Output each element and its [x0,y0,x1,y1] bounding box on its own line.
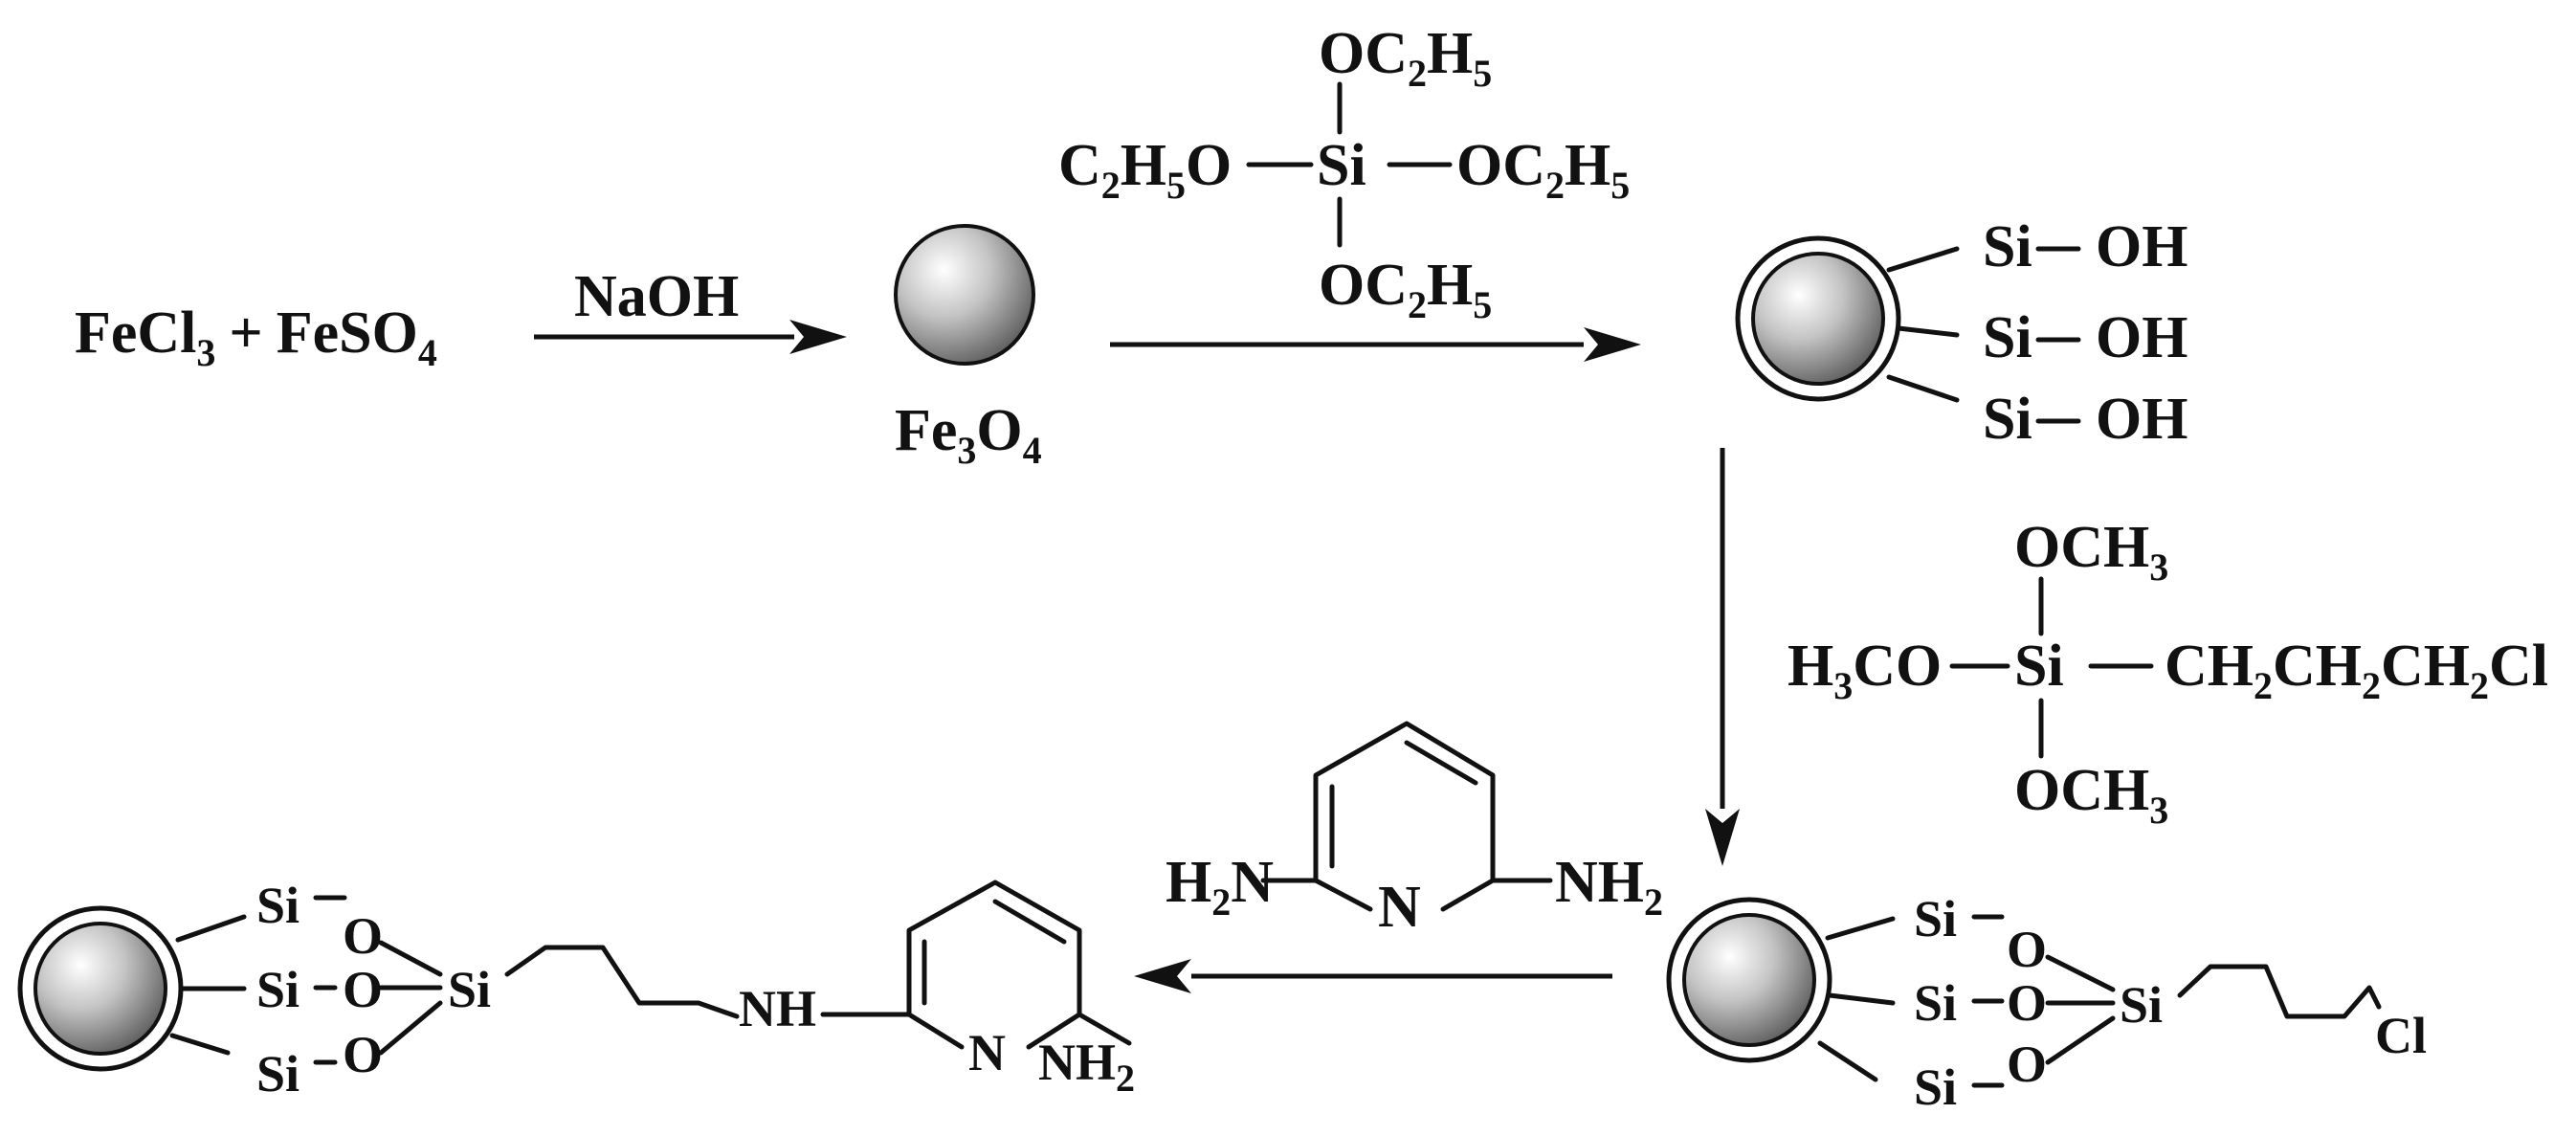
chloropropyl-shell [1666,897,1832,1063]
svg-text:OC2H5: OC2H5 [1319,253,1492,326]
svg-text:Si: Si [1914,1058,1957,1116]
svg-text:Si: Si [256,961,300,1018]
svg-text:OC2H5: OC2H5 [1456,133,1630,207]
svg-text:OH: OH [2096,305,2187,370]
fe3o4-label: Fe3O4 [895,398,1042,472]
arrow-cptms [1705,448,1740,866]
svg-text:H3CO: H3CO [1788,634,1942,707]
svg-text:Si: Si [1317,133,1366,198]
svg-text:Si: Si [1983,387,2032,452]
svg-text:FeCl3+FeSO4: FeCl3 +FeSO4 [75,301,437,374]
fecl-subscript: 3 [196,331,215,374]
svg-text:OCH3: OCH3 [2014,515,2168,589]
svg-text:O: O [2007,921,2047,978]
silanol-particle: Si OH Si OH Si OH [1735,214,2187,452]
diaminopyridine-structure: H2N N NH2 [1166,721,1663,940]
svg-text:O: O [2007,1036,2047,1093]
chloropropyl-core-sphere [1682,913,1816,1047]
svg-text:Cl: Cl [2375,1007,2427,1064]
svg-text:Si: Si [448,961,491,1018]
svg-text:OH: OH [2096,214,2187,279]
svg-text:Si: Si [256,1045,300,1103]
svg-text:O: O [343,961,383,1018]
arrow-naoh [534,320,847,354]
silanol-core-sphere [1751,252,1885,386]
feso-subscript: 4 [418,331,437,374]
svg-text:Si: Si [1983,214,2032,279]
svg-text:O: O [343,1026,383,1083]
arrow-teos [1110,327,1641,362]
svg-text:CH2CH2CH2Cl: CH2CH2CH2Cl [2165,634,2548,707]
svg-text:OCH3: OCH3 [2014,758,2168,832]
fe3o4-sphere [894,224,1035,366]
arrow-diaminopyridine [1134,959,1612,993]
plus-sign: + [229,301,262,366]
teos-structure: OC2H5 C2H5O Si OC2H5 OC2H5 [1058,21,1630,326]
feso-text: FeSO [277,301,418,366]
svg-text:OH: OH [2096,387,2187,452]
svg-text:N: N [1378,875,1421,940]
svg-text:Si: Si [2120,976,2163,1034]
fecl-text: FeCl [75,301,196,366]
svg-text:C2H5O: C2H5O [1058,133,1232,207]
svg-text:O: O [343,907,383,965]
cptms-structure: OCH3 H3CO Si CH2CH2CH2Cl OCH3 [1788,515,2548,832]
reactants-label: FeCl3 +FeSO4 [75,301,437,374]
svg-text:NH: NH [739,980,816,1037]
product-core-sphere [33,922,167,1056]
svg-text:OC2H5: OC2H5 [1319,21,1492,95]
naoh-label: NaOH [574,264,739,329]
svg-text:H2N: H2N [1166,850,1274,924]
svg-text:Si: Si [1983,305,2032,370]
svg-text:Si: Si [1914,890,1957,947]
product-particle: Si O Si O Si O Si NH N NH2 [17,877,1135,1103]
svg-text:N: N [968,1024,1006,1081]
svg-text:Si: Si [256,877,300,934]
silica-shell [1735,235,1901,402]
svg-text:NH2: NH2 [1038,1034,1135,1100]
chloropropyl-particle: Si O Si O Si O Si Cl [1666,890,2427,1116]
svg-text:Si: Si [1914,974,1957,1032]
svg-text:Si: Si [2014,634,2064,699]
svg-text:O: O [2007,974,2047,1032]
svg-text:NH2: NH2 [1555,850,1663,924]
